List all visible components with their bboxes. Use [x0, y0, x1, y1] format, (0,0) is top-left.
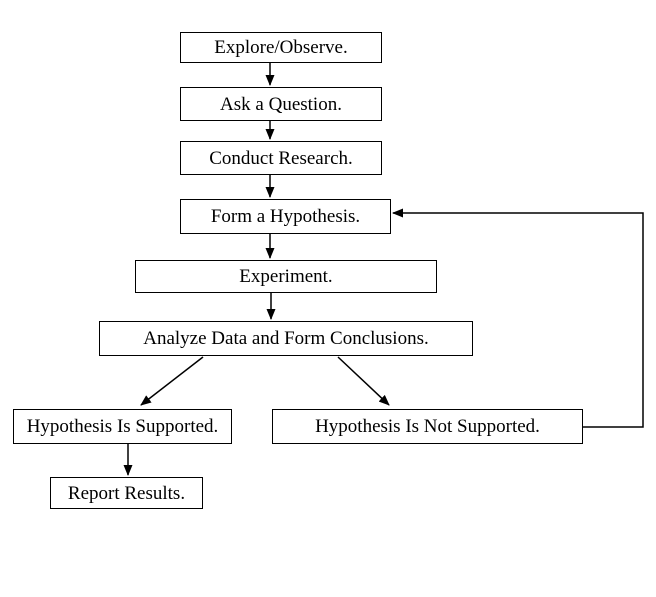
node-hypothesis-supported: Hypothesis Is Supported. — [13, 409, 232, 444]
node-hypothesis-not-supported: Hypothesis Is Not Supported. — [272, 409, 583, 444]
node-ask-a-question: Ask a Question. — [180, 87, 382, 121]
arrow-analyze-to-supported — [140, 356, 204, 406]
node-conduct-research: Conduct Research. — [180, 141, 382, 175]
arrow-analyze-to-not-supported — [337, 356, 390, 406]
node-analyze-data-conclusions: Analyze Data and Form Conclusions. — [99, 321, 473, 356]
arrow-not-supported-to-hypothesis-feedback — [392, 208, 644, 428]
node-report-results: Report Results. — [50, 477, 203, 509]
node-experiment: Experiment. — [135, 260, 437, 293]
node-explore-observe: Explore/Observe. — [180, 32, 382, 63]
node-form-a-hypothesis: Form a Hypothesis. — [180, 199, 391, 234]
